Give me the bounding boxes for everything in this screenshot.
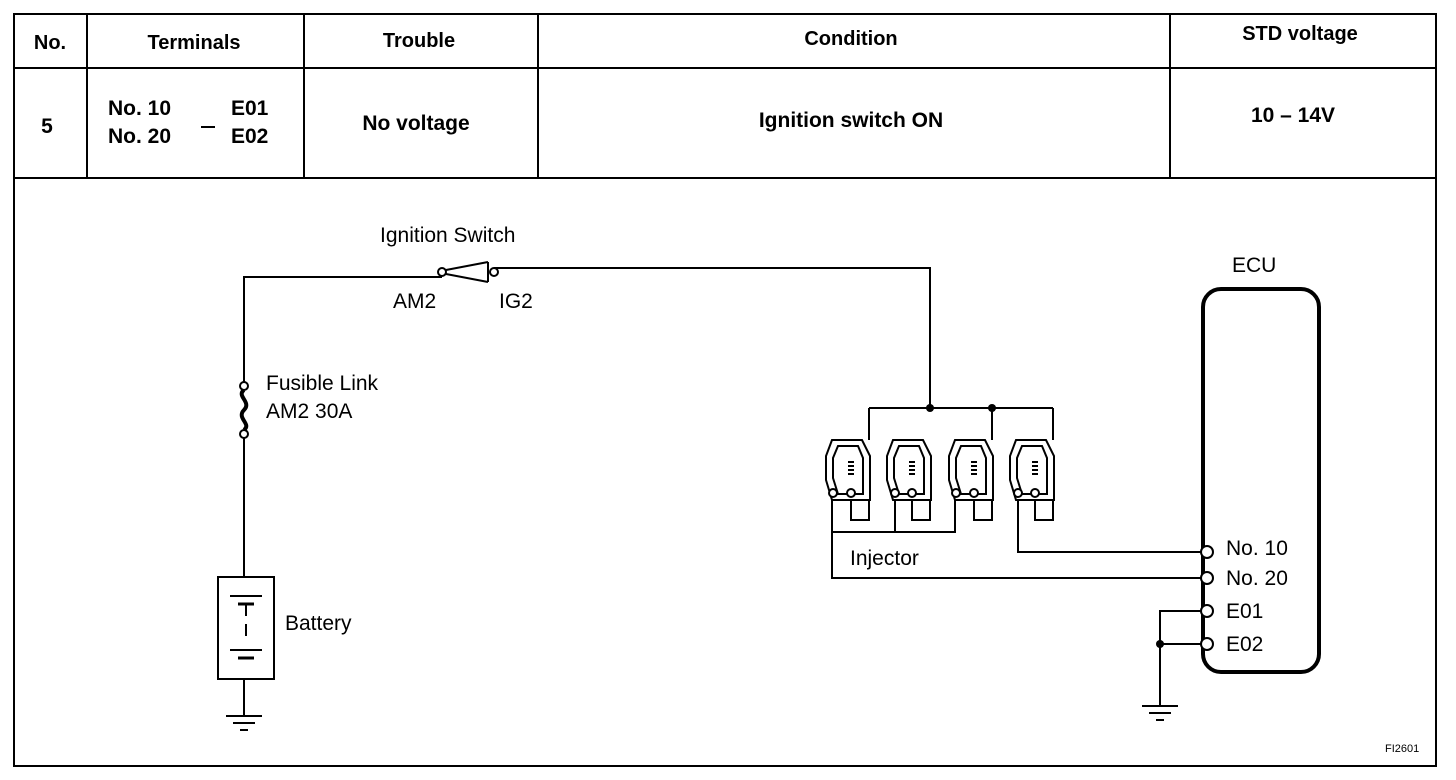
header-trouble: Trouble bbox=[383, 30, 455, 52]
spec-table bbox=[13, 13, 1437, 767]
table-row: 5 No. 10 E01 No. 20 E02 No voltage Ignit… bbox=[41, 97, 1335, 148]
battery-symbol bbox=[217, 576, 275, 680]
ignition-switch-label: Ignition Switch bbox=[380, 224, 515, 247]
fusible-link-label: Fusible Link bbox=[266, 372, 379, 395]
terminal-no20: No. 20 bbox=[108, 125, 171, 148]
row-std-voltage: 10 – 14V bbox=[1251, 104, 1335, 127]
injector-2 bbox=[886, 439, 932, 501]
diagram-labels: Ignition Switch AM2 IG2 Fusible Link AM2… bbox=[266, 224, 1419, 755]
figure-id-label: FI2601 bbox=[1385, 743, 1419, 755]
injector-1 bbox=[825, 439, 871, 501]
am2-label: AM2 bbox=[393, 290, 436, 313]
ecu-pin-e01-label: E01 bbox=[1226, 600, 1263, 623]
row-condition: Ignition switch ON bbox=[759, 109, 943, 132]
wires bbox=[243, 267, 1203, 716]
header-std-voltage: STD voltage bbox=[1242, 23, 1358, 45]
ecu-pin-no10-label: No. 10 bbox=[1226, 537, 1288, 560]
injector-3 bbox=[948, 439, 994, 501]
ig2-label: IG2 bbox=[499, 290, 533, 313]
battery-label: Battery bbox=[285, 612, 352, 635]
injector-label: Injector bbox=[850, 547, 919, 570]
header-no: No. bbox=[34, 32, 66, 54]
terminal-no10: No. 10 bbox=[108, 97, 171, 120]
table-header-row: No. Terminals Trouble Condition STD volt… bbox=[34, 23, 1358, 54]
terminal-e01: E01 bbox=[231, 97, 269, 120]
ecu-box bbox=[1201, 287, 1321, 674]
ground-symbol-battery bbox=[226, 715, 262, 731]
ecu-pin-no20-label: No. 20 bbox=[1226, 567, 1288, 590]
fusible-link-symbol bbox=[239, 381, 249, 439]
row-trouble: No voltage bbox=[362, 112, 469, 135]
ecu-pin-e02-label: E02 bbox=[1226, 633, 1263, 656]
header-condition: Condition bbox=[804, 28, 897, 50]
terminal-e02: E02 bbox=[231, 125, 268, 148]
header-terminals: Terminals bbox=[148, 32, 241, 54]
ground-symbol-ecu bbox=[1142, 705, 1178, 721]
fusible-link-rating-label: AM2 30A bbox=[266, 400, 352, 423]
ignition-switch-symbol bbox=[437, 261, 499, 283]
junction-dots bbox=[926, 404, 1164, 648]
row-no: 5 bbox=[41, 115, 53, 138]
injector-4 bbox=[1009, 439, 1055, 501]
ecu-label: ECU bbox=[1232, 254, 1276, 277]
ecu-pin-terminals bbox=[1200, 545, 1214, 651]
